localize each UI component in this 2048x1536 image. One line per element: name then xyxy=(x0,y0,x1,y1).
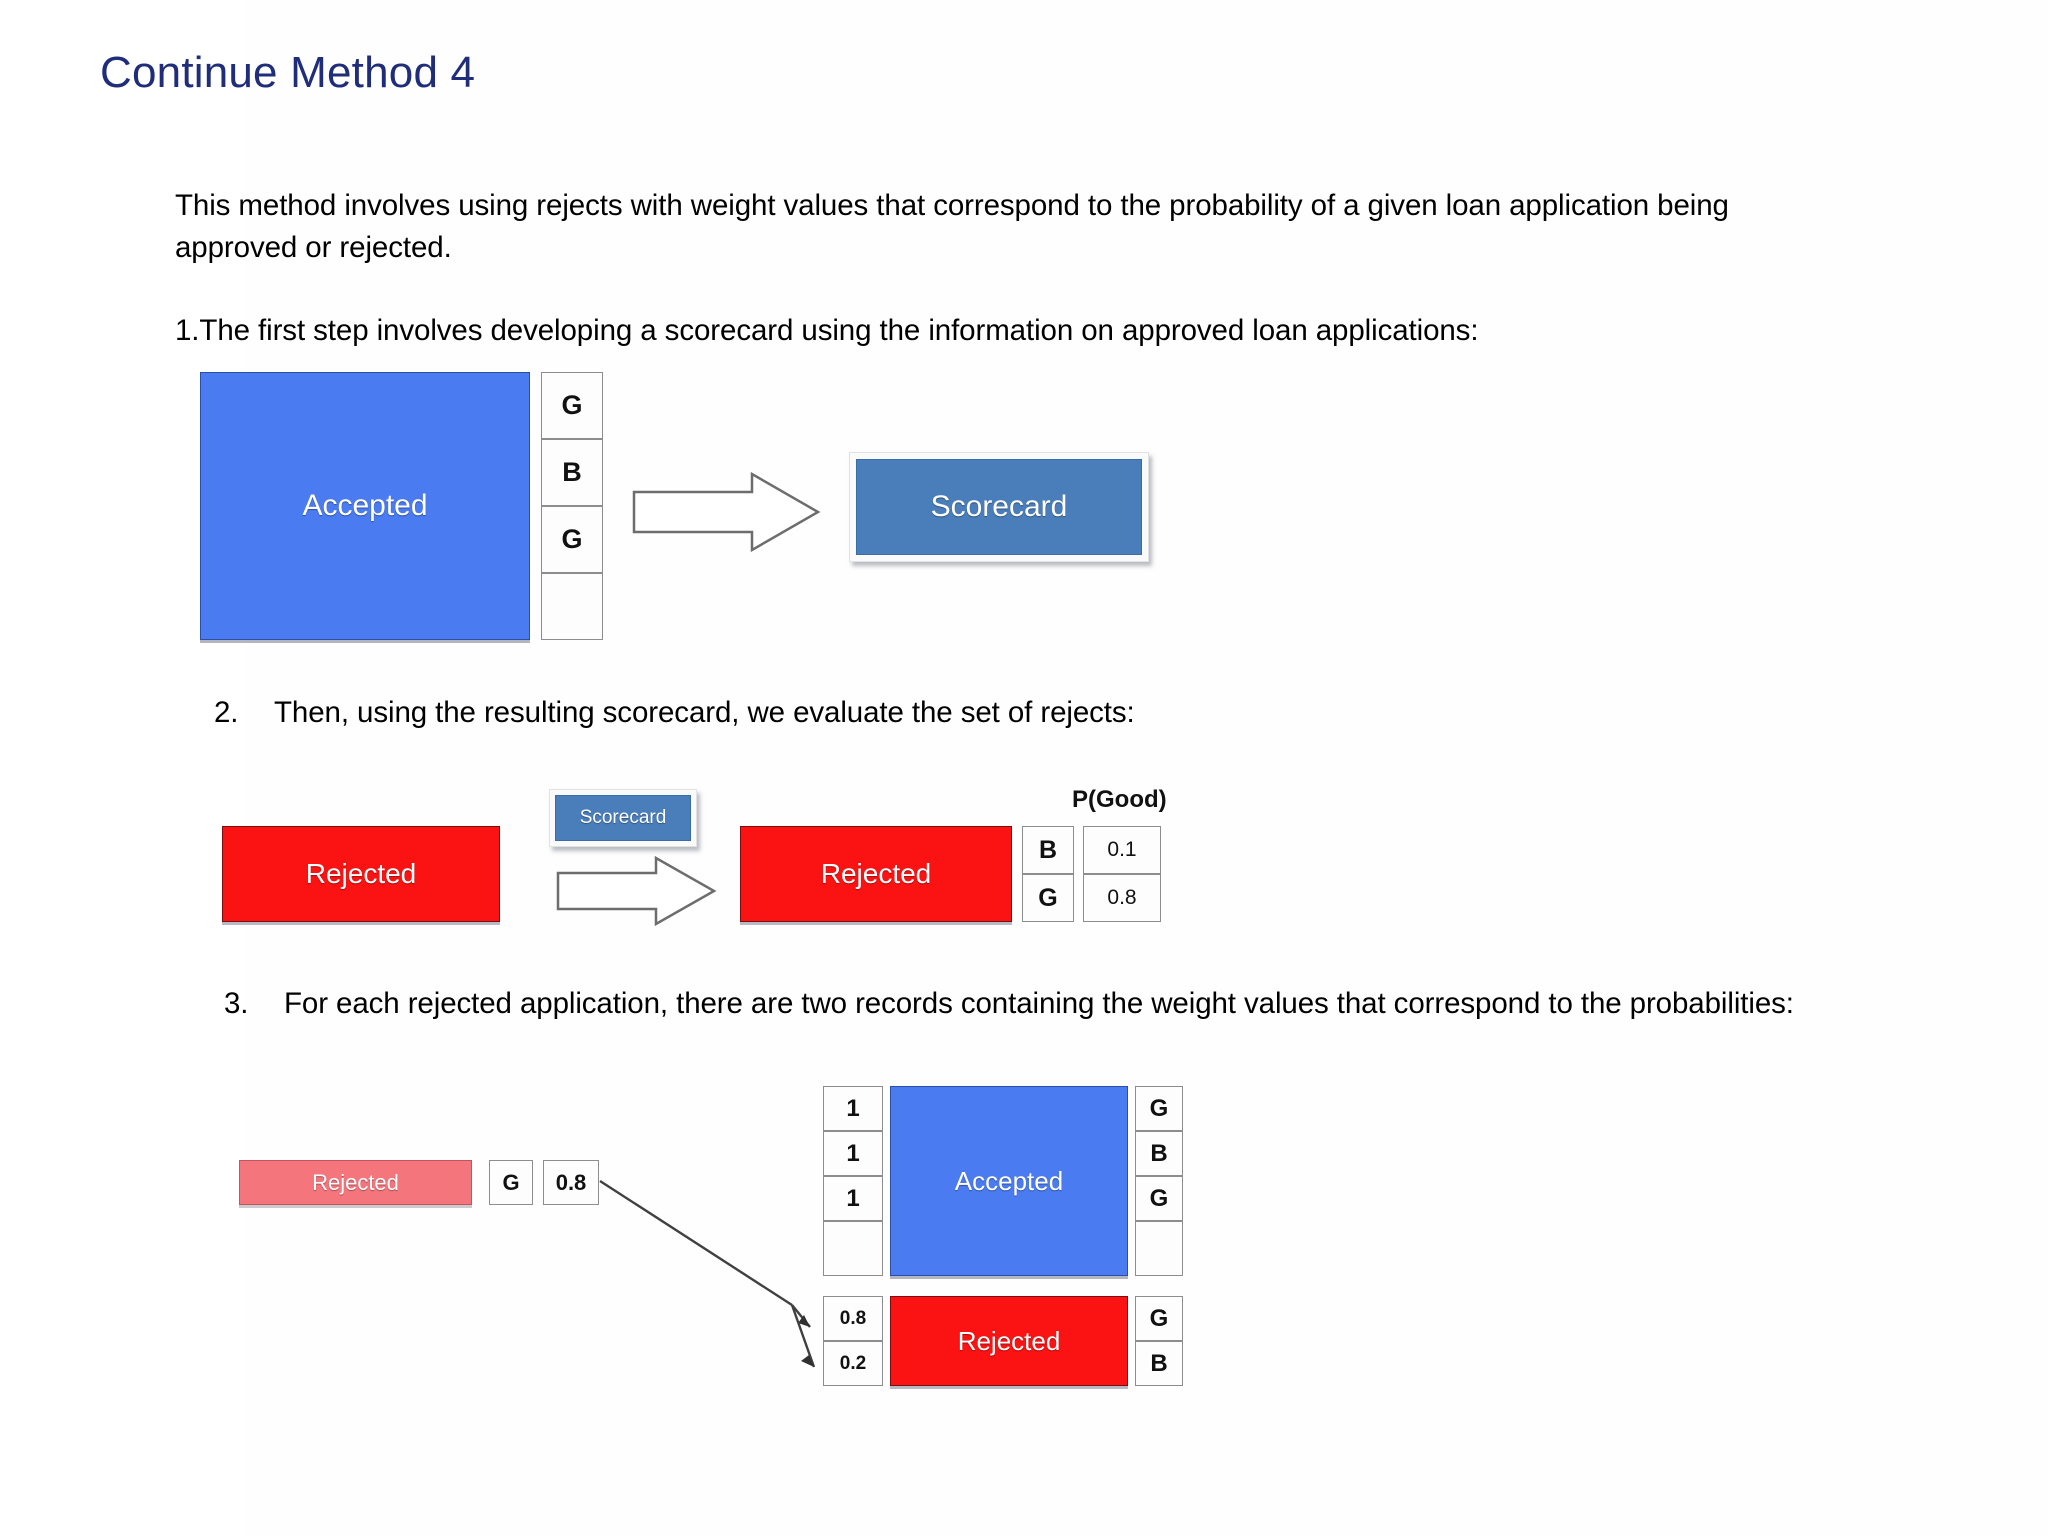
intro-paragraph: This method involves using rejects with … xyxy=(175,189,1729,264)
step-3-number: 3. xyxy=(224,987,249,1020)
step-1-number: 1. xyxy=(175,314,200,347)
step-2-paragraph: 2. Then, using the resulting scorecard, … xyxy=(214,692,1834,734)
step-2-number: 2. xyxy=(214,696,239,729)
step-2-text: Then, using the resulting scorecard, we … xyxy=(274,696,1135,729)
step-1-text: The first step involves developing a sco… xyxy=(199,314,1479,347)
step-3-paragraph: 3. For each rejected application, there … xyxy=(224,983,1884,1025)
background-band xyxy=(245,0,2048,1536)
step-1-paragraph: 1.The first step involves developing a s… xyxy=(175,310,1825,352)
page-title: Continue Method 4 xyxy=(100,48,476,97)
step-3-text: For each rejected application, there are… xyxy=(284,987,1794,1020)
